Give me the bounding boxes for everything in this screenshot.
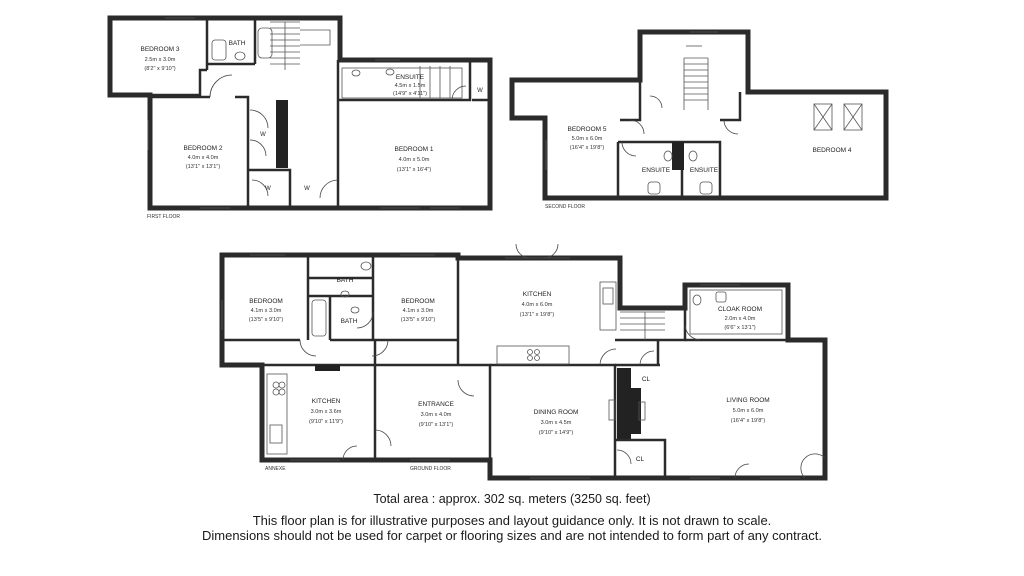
room-dimension: 4.0m x 5.0m xyxy=(399,157,430,163)
room-dimension: 3.0m x 4.0m xyxy=(421,412,452,418)
room-dimension: 4.1m x 3.0m xyxy=(403,308,434,314)
room-dimension: 5.0m x 6.0m xyxy=(733,408,764,414)
room-label: BEDROOM 1 xyxy=(394,146,433,153)
room-dimension: (13'5" x 9'10") xyxy=(249,317,284,323)
first-floor-plan: BEDROOM 3 2.5m x 3.0m (8'2" x 9'10") BAT… xyxy=(107,15,493,220)
room-dimension: (9'10" x 13'1") xyxy=(419,422,454,428)
ground-floor-plan: BEDROOM 4.1m x 3.0m (13'5" x 9'10") BATH… xyxy=(219,243,828,481)
wardrobe-label: W xyxy=(477,88,483,94)
disclaimer-line: This floor plan is for illustrative purp… xyxy=(252,513,772,528)
room-label: BEDROOM 3 xyxy=(140,46,179,53)
room-dimension: 5.0m x 6.0m xyxy=(572,136,603,142)
room-dimension: (16'4" x 19'8") xyxy=(570,145,605,151)
room-dimension: 4.1m x 3.0m xyxy=(251,308,282,314)
second-floor-plan: BEDROOM 5 5.0m x 6.0m (16'4" x 19'8") EN… xyxy=(509,29,889,210)
room-dimension: 2.0m x 4.0m xyxy=(725,316,756,322)
room-label: BEDROOM xyxy=(401,298,435,305)
room-dimension: (9'10" x 11'9") xyxy=(309,419,343,425)
room-dimension: 2.5m x 3.0m xyxy=(145,57,176,63)
floor-label: ANNEXE xyxy=(265,466,286,472)
room-dimension: 3.0m x 3.6m xyxy=(311,409,342,415)
room-label: BATH xyxy=(341,318,358,325)
total-area: Total area : approx. 302 sq. meters (325… xyxy=(373,492,651,506)
wardrobe-label: W xyxy=(260,132,266,138)
floor-label: SECOND FLOOR xyxy=(545,204,585,210)
floor-label: FIRST FLOOR xyxy=(147,214,180,220)
room-dimension: (8'2" x 9'10") xyxy=(144,66,175,72)
room-dimension: (13'5" x 9'10") xyxy=(401,317,436,323)
room-dimension: (16'4" x 19'8") xyxy=(731,418,766,424)
room-label: BEDROOM 4 xyxy=(812,147,851,154)
room-dimension: 3.0m x 4.5m xyxy=(541,420,572,426)
room-label: BEDROOM xyxy=(249,298,283,305)
room-dimension: (6'6" x 13'1") xyxy=(724,325,755,331)
room-label: KITCHEN xyxy=(523,291,552,298)
disclaimer-line: Dimensions should not be used for carpet… xyxy=(201,528,822,543)
room-dimension: 4.5m x 1.5m xyxy=(395,83,426,89)
room-label: LIVING ROOM xyxy=(726,397,769,404)
floor-label: GROUND FLOOR xyxy=(410,466,451,472)
wardrobe-label: W xyxy=(304,186,310,192)
room-label: ENSUITE xyxy=(396,74,425,81)
room-label: CL xyxy=(642,376,651,383)
room-label: BEDROOM 2 xyxy=(183,145,222,152)
wardrobe-label: W xyxy=(265,186,271,192)
room-label: KITCHEN xyxy=(312,398,341,405)
room-dimension: 4.0m x 6.0m xyxy=(522,302,553,308)
room-label: BATH xyxy=(337,277,354,284)
room-dimension: (9'10" x 14'9") xyxy=(539,430,574,436)
room-label: CL xyxy=(636,456,645,463)
room-label: CLOAK ROOM xyxy=(718,306,762,313)
room-label: BATH xyxy=(229,40,246,47)
room-label: ENSUITE xyxy=(642,167,671,174)
room-label: DINING ROOM xyxy=(534,409,579,416)
room-dimension: (13'1" x 13'1") xyxy=(186,164,221,170)
room-label: ENTRANCE xyxy=(418,401,454,408)
room-dimension: (14'9" x 4'11") xyxy=(393,91,427,97)
room-dimension: (13'1" x 16'4") xyxy=(397,167,432,173)
room-dimension: 4.0m x 4.0m xyxy=(188,155,219,161)
room-label: BEDROOM 5 xyxy=(567,126,606,133)
room-label: ENSUITE xyxy=(690,167,719,174)
room-dimension: (13'1" x 19'8") xyxy=(520,312,555,318)
